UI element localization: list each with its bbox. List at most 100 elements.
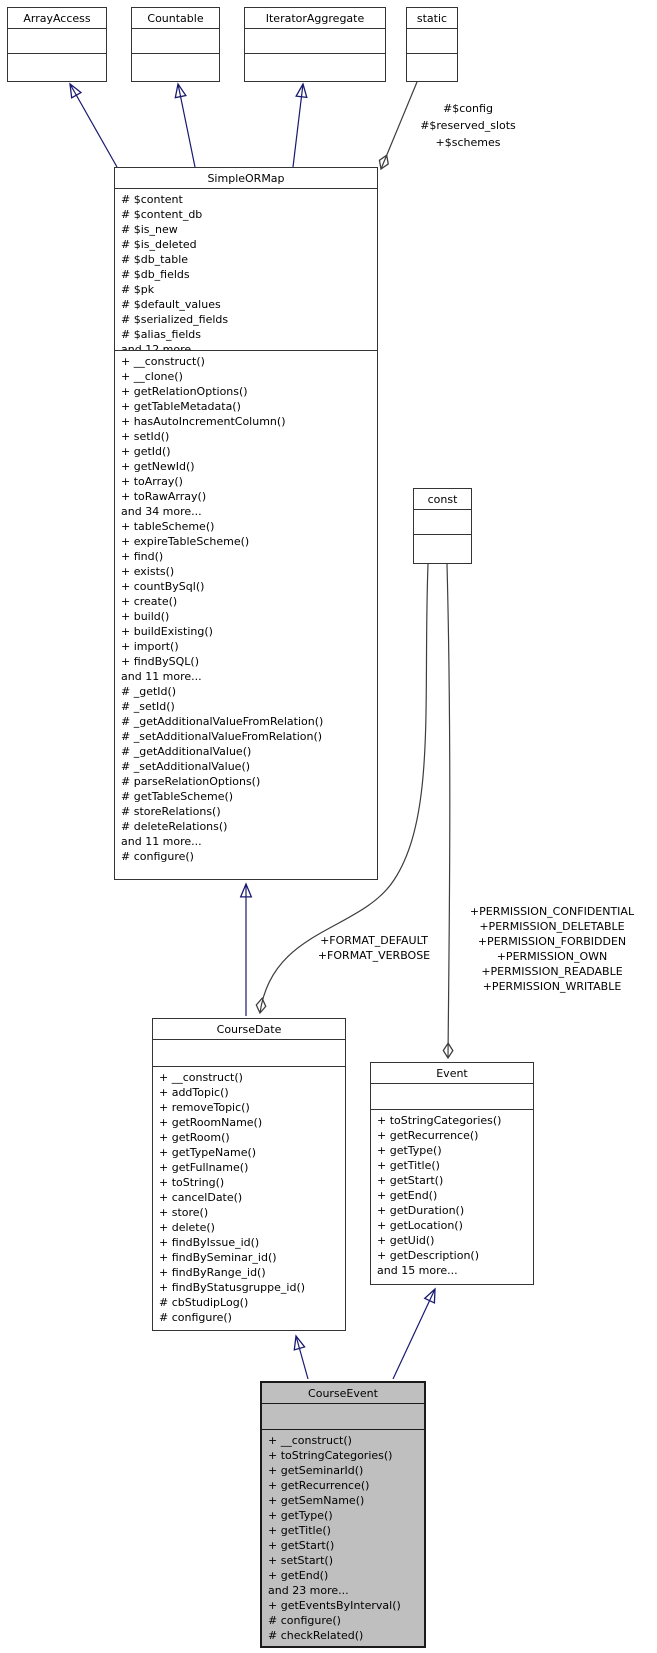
- member-row: + getRecurrence(): [268, 1479, 370, 1492]
- member-row: # _setAdditionalValue(): [121, 760, 251, 773]
- member-row: + getSeminarId(): [268, 1464, 364, 1477]
- methods-compartment: [245, 54, 385, 81]
- attributes-compartment: [132, 29, 219, 54]
- member-row: + cancelDate(): [159, 1191, 243, 1204]
- member-row: + delete(): [159, 1221, 215, 1234]
- member-row: + hasAutoIncrementColumn(): [121, 415, 286, 428]
- member-row: + tableScheme(): [121, 520, 215, 533]
- member-row: # $content_db: [121, 208, 203, 221]
- member-row: # $db_table: [121, 253, 189, 266]
- methods-compartment: + __construct() + toStringCategories() + g…: [262, 1430, 424, 1646]
- member-row: + getType(): [377, 1144, 442, 1157]
- class-title: Countable: [132, 8, 219, 29]
- edge-label-static-members: #$config #$reserved_slots +$schemes: [420, 102, 516, 149]
- member-row: + getId(): [121, 445, 171, 458]
- member-row: and 11 more...: [121, 670, 202, 683]
- class-title: const: [414, 489, 471, 510]
- member-row: + toRawArray(): [121, 490, 207, 503]
- member-row: + find(): [121, 550, 164, 563]
- attributes-compartment: [371, 1084, 533, 1110]
- edge-inheritance-courseevent-event: [392, 1287, 436, 1380]
- methods-compartment: [414, 535, 471, 563]
- class-box-countable: Countable: [131, 7, 220, 82]
- member-row: + __construct(): [268, 1434, 352, 1447]
- methods-compartment: [132, 54, 219, 81]
- class-box-courseevent: CourseEvent + __construct() + toStringCat…: [260, 1381, 426, 1648]
- member-row: + getEnd(): [268, 1569, 329, 1582]
- member-row: # $is_new: [121, 223, 178, 236]
- class-title: ArrayAccess: [8, 8, 106, 29]
- methods-compartment: + __construct() + __clone() + getRelationO…: [115, 351, 377, 879]
- member-row: + __construct(): [121, 355, 205, 368]
- member-row: + toArray(): [121, 475, 183, 488]
- member-row: + addTopic(): [159, 1086, 229, 1099]
- attributes-compartment: # $content# $content_db# $is_new# $is_de…: [115, 189, 377, 351]
- edge-inheritance-courseevent-coursedate: [293, 1334, 309, 1380]
- member-row: # _getId(): [121, 685, 177, 698]
- attributes-compartment: [245, 29, 385, 54]
- member-row: + findByRange_id(): [159, 1266, 266, 1279]
- member-row: + findBySeminar_id(): [159, 1251, 277, 1264]
- member-row: # checkRelated(): [268, 1629, 364, 1642]
- edge-aggregation-const-coursedate: [255, 563, 429, 1015]
- member-row: and 34 more...: [121, 505, 202, 518]
- member-row: and 15 more...: [377, 1264, 458, 1277]
- member-row: and 12 more...: [121, 343, 202, 351]
- attributes-compartment: [153, 1040, 345, 1067]
- member-row: + create(): [121, 595, 178, 608]
- member-row: + getFullname(): [159, 1161, 249, 1174]
- edge-inheritance-simpleormap-arrayaccess: [69, 82, 118, 168]
- member-row: + toStringCategories(): [268, 1449, 393, 1462]
- class-box-event: Event + toStringCategories()+ getRecurre…: [370, 1062, 534, 1285]
- member-row: # _setId(): [121, 700, 175, 713]
- member-row: + buildExisting(): [121, 625, 213, 638]
- member-row: # storeRelations(): [121, 805, 221, 818]
- member-row: + getNewId(): [121, 460, 195, 473]
- member-row: + store(): [159, 1206, 209, 1219]
- member-row: # _getAdditionalValueFromRelation(): [121, 715, 324, 728]
- edge-label-format-constants: +FORMAT_DEFAULT +FORMAT_VERBOSE: [317, 934, 431, 962]
- member-row: + getRoomName(): [159, 1116, 263, 1129]
- attributes-compartment: [8, 29, 106, 54]
- member-row: # _setAdditionalValueFromRelation(): [121, 730, 323, 743]
- class-box-arrayaccess: ArrayAccess: [7, 7, 107, 82]
- member-row: + getEnd(): [377, 1189, 438, 1202]
- member-row: + getTableMetadata(): [121, 400, 241, 413]
- member-row: # $default_values: [121, 298, 221, 311]
- member-row: + getStart(): [377, 1174, 444, 1187]
- member-row: + getLocation(): [377, 1219, 463, 1232]
- edge-inheritance-simpleormap-countable: [174, 82, 196, 168]
- member-row: + getEventsByInterval(): [268, 1599, 401, 1612]
- class-title: SimpleORMap: [115, 168, 377, 189]
- member-row: # $content: [121, 193, 183, 206]
- attributes-compartment: [407, 29, 457, 54]
- member-row: # $serialized_fields: [121, 313, 229, 326]
- member-row: + expireTableScheme(): [121, 535, 250, 548]
- methods-compartment: + toStringCategories()+ getRecurrence()+…: [371, 1110, 533, 1284]
- member-row: + removeTopic(): [159, 1101, 250, 1114]
- member-row: + getSemName(): [268, 1494, 365, 1507]
- member-row: + toString(): [159, 1176, 225, 1189]
- member-row: + __clone(): [121, 370, 183, 383]
- member-row: + setId(): [121, 430, 170, 443]
- member-row: + getTitle(): [268, 1524, 331, 1537]
- member-row: # configure(): [159, 1311, 232, 1324]
- member-row: and 23 more...: [268, 1584, 349, 1597]
- member-row: + getTitle(): [377, 1159, 440, 1172]
- member-row: # parseRelationOptions(): [121, 775, 261, 788]
- member-row: + getRoom(): [159, 1131, 230, 1144]
- member-row: # configure(): [268, 1614, 341, 1627]
- member-row: + toStringCategories(): [377, 1114, 502, 1127]
- class-title: CourseEvent: [262, 1383, 424, 1404]
- class-title: IteratorAggregate: [245, 8, 385, 29]
- member-row: # $db_fields: [121, 268, 190, 281]
- member-row: # getTableScheme(): [121, 790, 234, 803]
- member-row: # deleteRelations(): [121, 820, 228, 833]
- edge-aggregation-const-event: [442, 563, 454, 1060]
- edge-inheritance-simpleormap-iteratoraggregate: [292, 82, 308, 168]
- member-row: # $alias_fields: [121, 328, 202, 341]
- methods-compartment: + __construct()+ addTopic()+ removeTopic…: [153, 1067, 345, 1330]
- member-row: + getRelationOptions(): [121, 385, 248, 398]
